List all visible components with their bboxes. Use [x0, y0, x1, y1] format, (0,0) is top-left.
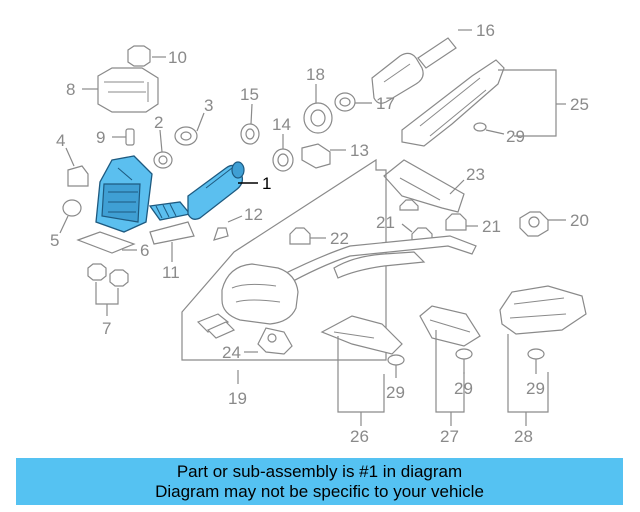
part-3-gasket: [174, 112, 205, 146]
part-9-pin: [112, 128, 135, 146]
callout-27: 27: [440, 427, 459, 446]
part-5-mount: [59, 199, 82, 234]
callout-11: 11: [162, 263, 180, 282]
part-26-heat-shield: [320, 315, 403, 426]
callout-21b: 21: [482, 217, 501, 236]
part-22-hanger: [289, 227, 326, 245]
part-29-grommet-c: [455, 348, 473, 374]
part-16-front-pipe: [371, 29, 472, 104]
part-13-clamp-bracket: [301, 143, 346, 169]
callout-9: 9: [96, 128, 105, 147]
part-17-gasket: [334, 92, 372, 112]
part-15-gasket: [240, 103, 260, 145]
exhaust-parts-diagram: 1 2 3 4 5 6 7 8 9 10 11 12 13 14 15 16 1…: [50, 21, 589, 446]
callout-29c: 29: [454, 379, 473, 398]
callout-7: 7: [102, 319, 111, 338]
part-1-catalytic-converter: [95, 155, 258, 233]
callout-29d: 29: [526, 379, 545, 398]
part-27-heat-shield: [419, 305, 481, 426]
callout-15: 15: [240, 85, 259, 104]
banner-line-2: Diagram may not be specific to your vehi…: [155, 481, 484, 501]
callout-22: 22: [330, 229, 349, 248]
callout-10: 10: [168, 48, 187, 67]
callout-23: 23: [466, 165, 485, 184]
callout-4: 4: [56, 131, 65, 150]
callout-29b: 29: [386, 383, 405, 402]
part-7-nuts: [87, 263, 129, 316]
part-25-heat-shield: [401, 59, 566, 147]
part-29-grommet-a: [473, 122, 505, 135]
callout-2: 2: [154, 113, 163, 132]
part-6-gasket: [76, 231, 137, 254]
callout-12: 12: [244, 205, 263, 224]
callout-6: 6: [140, 241, 149, 260]
callout-16: 16: [476, 21, 495, 40]
callout-8: 8: [66, 80, 75, 99]
callout-3: 3: [204, 96, 213, 115]
part-18-clamp: [303, 84, 333, 134]
callout-29a: 29: [506, 127, 525, 146]
callout-21a: 21: [376, 213, 395, 232]
part-8-heat-shield: [82, 67, 159, 113]
callout-26: 26: [350, 427, 369, 446]
part-21-hanger-a: [399, 199, 433, 243]
part-21-hanger-b: [445, 213, 478, 231]
callout-24: 24: [222, 343, 241, 362]
callout-28: 28: [514, 427, 533, 446]
part-2-gasket: [153, 129, 173, 169]
callout-19: 19: [228, 389, 247, 408]
callout-18: 18: [306, 65, 325, 84]
callout-13: 13: [350, 141, 369, 160]
callout-1: 1: [262, 174, 271, 193]
part-23-hanger-bracket: [383, 159, 465, 213]
part-14-clamp: [272, 134, 294, 172]
banner-line-1: Part or sub-assembly is #1 in diagram: [176, 461, 463, 481]
callout-14: 14: [272, 115, 291, 134]
part-4-cap: [65, 147, 89, 187]
part-24-hanger: [244, 327, 293, 355]
part-12-bolt: [213, 215, 243, 241]
part-28-heat-shield: [499, 285, 587, 426]
part-10-nut: [127, 45, 166, 67]
part-29-grommet-b: [387, 354, 405, 378]
callout-17: 17: [376, 94, 395, 113]
part-20-clamp: [519, 211, 566, 237]
part-19-rear-muffler-assembly: [181, 158, 477, 384]
part-11-bracket: [149, 221, 195, 262]
callout-5: 5: [50, 231, 59, 250]
part-29-grommet-d: [527, 348, 545, 374]
info-banner: Part or sub-assembly is #1 in diagram Di…: [16, 458, 623, 505]
callout-25: 25: [570, 95, 589, 114]
callout-20: 20: [570, 211, 589, 230]
